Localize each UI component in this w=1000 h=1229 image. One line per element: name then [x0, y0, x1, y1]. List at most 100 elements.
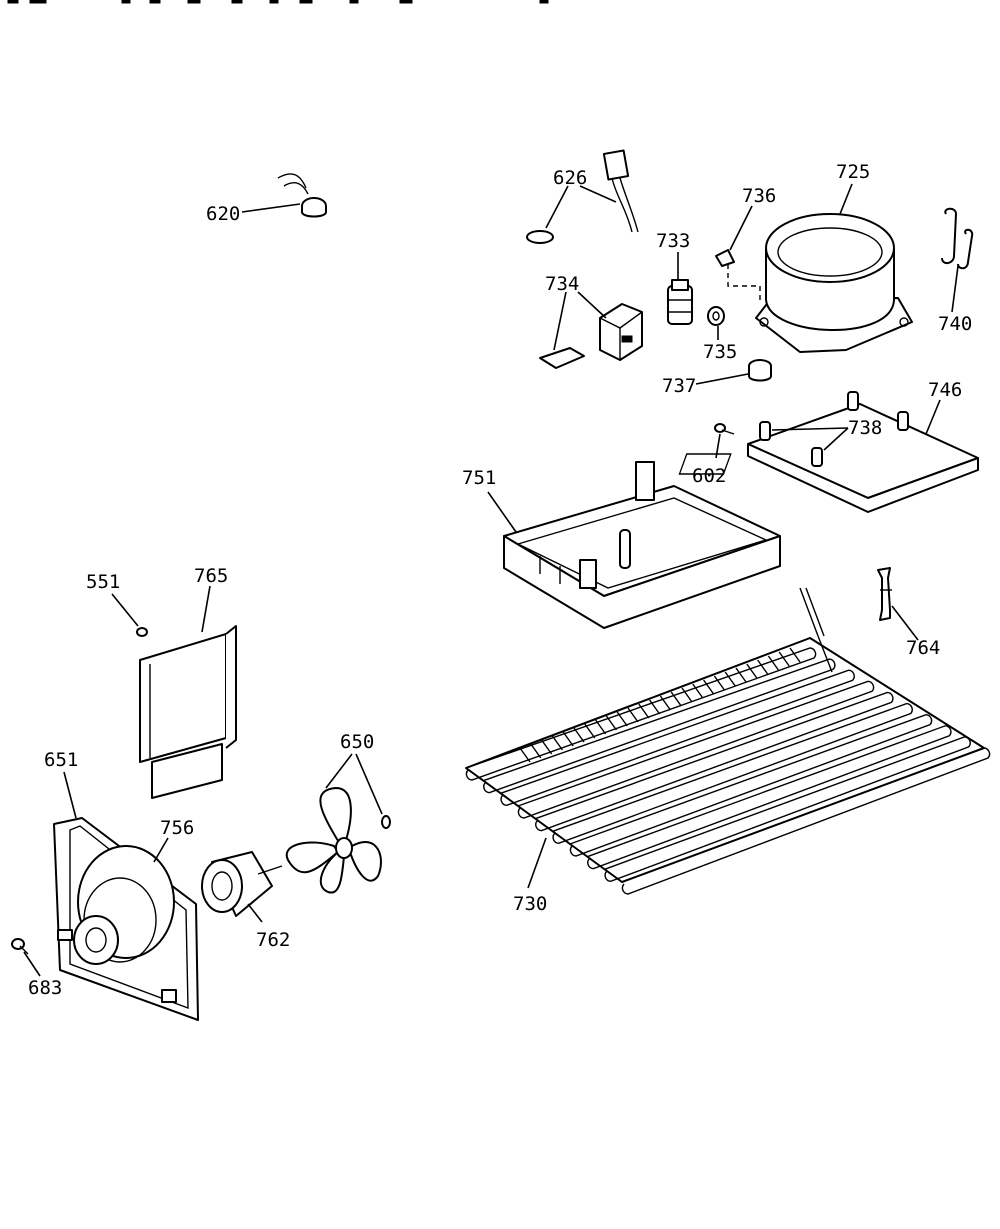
label-737: 737	[662, 375, 696, 397]
coil-tube	[569, 713, 933, 857]
coil-fin	[595, 719, 607, 735]
part-738[interactable]: 738	[771, 417, 882, 451]
fan-motor-icon	[201, 851, 283, 917]
label-651: 650	[340, 731, 374, 753]
label-733: 733	[656, 230, 690, 252]
label-683: 683	[28, 977, 62, 999]
label-738: 738	[848, 417, 882, 439]
coil-fin	[778, 651, 790, 667]
part-725[interactable]: 725	[755, 161, 913, 353]
coil-fin	[519, 747, 531, 763]
coil-fin	[659, 695, 671, 711]
part-764[interactable]: 764	[877, 567, 940, 659]
mounting-grommet-icon	[748, 359, 772, 382]
label-762: 756	[160, 817, 194, 839]
coil-fin	[551, 735, 563, 751]
coil-fin	[562, 731, 574, 747]
coil-fin	[692, 683, 704, 699]
part-736[interactable]: 736	[715, 185, 776, 304]
part-765[interactable]: 765	[139, 565, 237, 799]
label-626: 626	[553, 167, 587, 189]
part-737[interactable]: 737	[662, 359, 772, 397]
part-620[interactable]: 620	[206, 173, 327, 225]
coil-tube	[535, 691, 894, 832]
coil-fin	[573, 727, 585, 743]
clip-icon	[715, 249, 761, 304]
coil-fin	[649, 699, 661, 715]
part-650[interactable]: 762	[201, 851, 290, 951]
coil-fin	[638, 703, 650, 719]
coil-tube	[552, 702, 913, 845]
label-736: 736	[742, 185, 776, 207]
label-734: 734	[545, 273, 579, 295]
bracket-icon	[139, 625, 237, 799]
part-746[interactable]: 746	[678, 379, 979, 513]
part-602[interactable]: 602	[692, 423, 735, 487]
coil-fin	[735, 667, 747, 683]
part-751[interactable]: 751	[462, 461, 781, 629]
coil-fin	[724, 671, 736, 687]
part-756[interactable]: 651	[44, 749, 199, 1021]
coil-fin	[541, 739, 553, 755]
coil-fin	[767, 655, 779, 671]
label-740: 740	[938, 313, 972, 335]
label-650: 762	[256, 929, 290, 951]
part-651[interactable]: 650	[285, 731, 391, 894]
cropped-header-marks	[7, 0, 549, 4]
coil-fin	[584, 723, 596, 739]
coil-fin	[703, 679, 715, 695]
label-620: 620	[206, 203, 240, 225]
label-551: 551	[86, 571, 120, 593]
part-551[interactable]: 551	[86, 571, 148, 637]
coil-tube	[483, 658, 836, 794]
coil-tube	[500, 669, 855, 807]
power-cord-icon	[526, 149, 639, 244]
coil-fin	[746, 663, 758, 679]
part-734[interactable]: 734	[539, 273, 643, 369]
relay-capacitor-icon	[277, 173, 327, 218]
label-756: 651	[44, 749, 78, 771]
coil-fin	[530, 743, 542, 759]
drain-pan-icon	[503, 461, 781, 629]
coil-tube	[465, 647, 817, 781]
coil-tube	[587, 725, 952, 870]
part-733[interactable]: 733	[656, 230, 693, 325]
label-765: 765	[194, 565, 228, 587]
coil-fin	[627, 707, 639, 723]
stud-icon	[759, 391, 909, 467]
compressor-icon	[755, 213, 913, 353]
coil-fin	[681, 687, 693, 703]
coil-fin	[713, 675, 725, 691]
relay-cover-icon	[539, 303, 643, 369]
screw-icon	[11, 938, 29, 955]
fan-blade-icon	[285, 787, 391, 894]
grommet-icon	[707, 306, 725, 326]
condenser-coil-icon	[465, 587, 991, 895]
coil-fin	[670, 691, 682, 707]
base-plate-icon	[678, 391, 979, 513]
coil-fin	[605, 715, 617, 731]
label-746: 746	[928, 379, 962, 401]
label-735: 735	[703, 341, 737, 363]
part-683[interactable]: 683	[11, 938, 62, 999]
part-735[interactable]: 735	[703, 306, 737, 363]
part-762[interactable]: 756	[153, 817, 194, 863]
part-740[interactable]: 740	[938, 207, 974, 335]
overload-protector-icon	[667, 279, 693, 325]
hanger-icon	[941, 207, 974, 270]
coil-fin	[616, 711, 628, 727]
label-751: 751	[462, 467, 496, 489]
part-730[interactable]: 730	[465, 587, 991, 915]
coil-tube	[621, 747, 991, 895]
screw-icon	[714, 423, 735, 435]
spacer-icon	[877, 567, 892, 621]
coil-fin	[757, 659, 769, 675]
coil-tube	[517, 680, 875, 819]
label-725: 725	[836, 161, 870, 183]
coil-fin	[789, 647, 801, 663]
label-764: 764	[906, 637, 940, 659]
part-626[interactable]: 626	[526, 149, 639, 244]
fan-shroud-icon	[53, 817, 199, 1021]
label-730: 730	[513, 893, 547, 915]
